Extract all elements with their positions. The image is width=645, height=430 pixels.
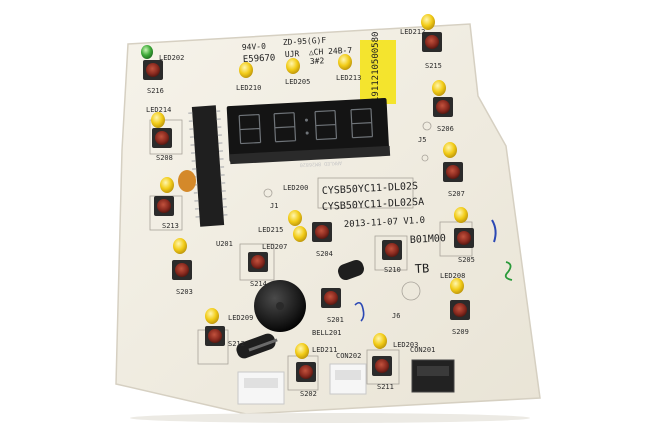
- led-yellow: [295, 343, 309, 359]
- top-text-4: UJR: [285, 49, 300, 59]
- model-label-2: CYSB50YC11-DL02SA: [322, 197, 425, 213]
- switch-s216: [143, 60, 163, 80]
- led-yellow: [288, 210, 302, 226]
- label-s215: S215: [425, 62, 442, 70]
- label-s205: S205: [458, 256, 475, 264]
- label-led214: LED214: [146, 106, 171, 114]
- switch-s203: [172, 260, 192, 280]
- top-text-1: ZD-95(G)F: [283, 36, 327, 47]
- label-s206: S206: [437, 125, 454, 133]
- code-tb: TB: [414, 261, 429, 276]
- board-shadow: [130, 413, 530, 423]
- label-con201: CON201: [410, 346, 435, 354]
- label-led215: LED215: [258, 226, 283, 234]
- led-yellow: [454, 207, 468, 223]
- label-led207: LED207: [262, 243, 287, 251]
- top-text-3: E59670: [243, 53, 276, 65]
- serial-sticker: [360, 40, 396, 104]
- label-s204: S204: [316, 250, 333, 258]
- switch-s214: [248, 252, 268, 272]
- blue-pen-mark: [491, 219, 497, 243]
- tactile-switches: [143, 32, 474, 382]
- led-yellow: [286, 58, 300, 74]
- seven-segment-display: ARKLED BM26820: [226, 97, 391, 168]
- switch-s204: [312, 222, 332, 242]
- code-b01m00: B01M00: [410, 233, 447, 246]
- led-yellow: [293, 226, 307, 242]
- label-led212: LED212: [400, 28, 425, 36]
- serial-number: 1911210500580: [371, 32, 381, 102]
- label-led208: LED208: [440, 272, 465, 280]
- top-text-5: △CH 24B-7: [309, 46, 353, 57]
- buzzer: [254, 280, 306, 332]
- led-yellow: [450, 278, 464, 294]
- label-s213: S213: [162, 222, 179, 230]
- label-s201: S201: [327, 316, 344, 324]
- label-led205: LED205: [285, 78, 310, 86]
- label-s212: S212: [228, 340, 245, 348]
- label-s207: S207: [448, 190, 465, 198]
- led-yellow: [421, 14, 435, 30]
- label-led211: LED211: [312, 346, 337, 354]
- led-yellow: [160, 177, 174, 193]
- top-text-6: 3#2: [310, 56, 325, 66]
- switch-s213: [154, 196, 174, 216]
- label-j1: J1: [270, 202, 278, 210]
- label-bell201: BELL201: [312, 329, 342, 337]
- switch-s215: [422, 32, 442, 52]
- label-led213: LED213: [336, 74, 361, 82]
- label-s214: S214: [250, 280, 267, 288]
- led-yellow: [151, 112, 165, 128]
- label-s216: S216: [147, 87, 164, 95]
- model-label-1: CYSB50YC11-DL02S: [322, 181, 419, 197]
- label-led209: LED209: [228, 314, 253, 322]
- label-con202: CON202: [336, 352, 361, 360]
- label-j6: J6: [392, 312, 400, 320]
- label-led202: LED202: [159, 54, 184, 62]
- top-text-2: 94V-0: [242, 42, 267, 52]
- display-small-text: ARKLED BM26820: [300, 159, 342, 167]
- component-labels: LED202 S216 LED210 LED205 LED213 LED212 …: [146, 28, 475, 398]
- switch-s205: [454, 228, 474, 248]
- ceramic-capacitor: [178, 170, 196, 192]
- leds: [141, 14, 468, 359]
- date-version: 2013-11-07 V1.0: [344, 216, 426, 230]
- pcb-board: [115, 23, 541, 415]
- switch-s201: [321, 288, 341, 308]
- blue-pen-mark-2: [354, 301, 365, 322]
- led-yellow: [239, 62, 253, 78]
- electrolytic-capacitors: [236, 260, 364, 359]
- label-j5: J5: [418, 136, 426, 144]
- led-yellow: [443, 142, 457, 158]
- led-yellow: [338, 54, 352, 70]
- label-led200: LED200: [283, 184, 308, 192]
- switch-s207: [443, 162, 463, 182]
- label-u201: U201: [216, 240, 233, 248]
- label-s202: S202: [300, 390, 317, 398]
- label-s211: S211: [377, 383, 394, 391]
- label-led210: LED210: [236, 84, 261, 92]
- switch-s210: [382, 240, 402, 260]
- led-yellow: [205, 308, 219, 324]
- connectors: [237, 359, 455, 405]
- label-s208: S208: [156, 154, 173, 162]
- switch-s209: [450, 300, 470, 320]
- led-green: [141, 45, 153, 59]
- led-yellow: [173, 238, 187, 254]
- label-s203: S203: [176, 288, 193, 296]
- switch-s212: [205, 326, 225, 346]
- led-yellow: [373, 333, 387, 349]
- switch-s206: [433, 97, 453, 117]
- label-s209: S209: [452, 328, 469, 336]
- switch-s208: [152, 128, 172, 148]
- switch-s211: [372, 356, 392, 376]
- switch-s202: [296, 362, 316, 382]
- label-s210: S210: [384, 266, 401, 274]
- label-led203: LED203: [393, 341, 418, 349]
- led-yellow: [432, 80, 446, 96]
- green-pen-mark: [504, 261, 513, 281]
